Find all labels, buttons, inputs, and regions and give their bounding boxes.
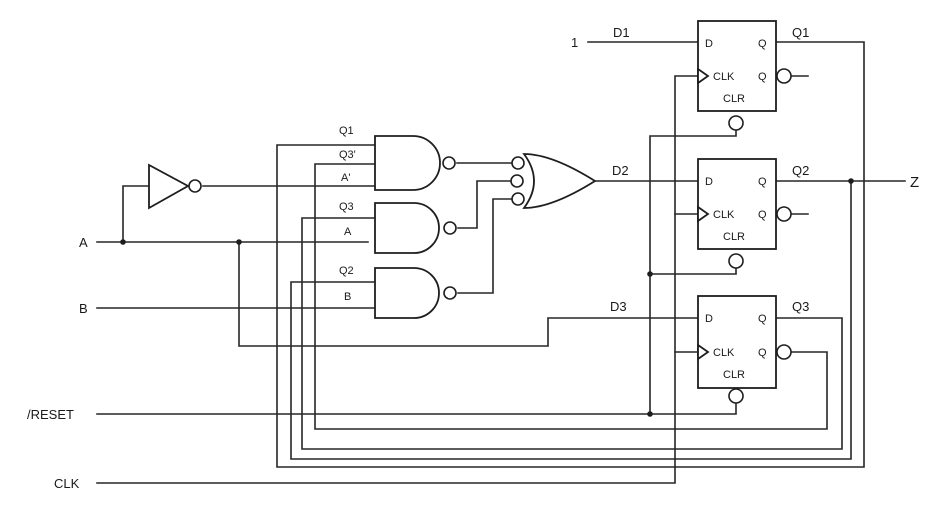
output-z-label: Z (910, 174, 919, 191)
input-b-label: B (79, 301, 88, 316)
junction-dot (647, 411, 653, 417)
or-gate (510, 153, 597, 209)
ff1-clk-pin: CLK (713, 71, 735, 83)
nand1-an-label: A' (341, 172, 350, 184)
net-d1-label: D1 (613, 25, 630, 40)
junction-dot (848, 178, 854, 184)
junctions (120, 178, 854, 417)
nand3-q2-label: Q2 (339, 265, 354, 277)
ff3-q-pin: Q (758, 313, 767, 325)
wires (96, 41, 906, 484)
ff2-d-pin: D (705, 176, 713, 188)
wire-a-to-inverter (122, 185, 150, 243)
ff3-qn-pin: Q (758, 347, 767, 359)
wire-clk (96, 75, 699, 484)
ff3-d-pin: D (705, 313, 713, 325)
net-d2-label: D2 (612, 163, 629, 178)
wire-nand2-out (457, 180, 512, 229)
wire-reset (96, 402, 737, 415)
nand2-q3-label: Q3 (339, 201, 354, 213)
const-one-label: 1 (571, 35, 578, 50)
ff1-d-pin: D (705, 38, 713, 50)
net-q2-label: Q2 (792, 163, 809, 178)
junction-dot (236, 239, 242, 245)
ff2-clk-pin: CLK (713, 209, 735, 221)
input-a-label: A (79, 235, 88, 250)
wire-reset-ff2 (649, 267, 737, 275)
input-reset-label: /RESET (27, 407, 74, 422)
nand-gate-1 (374, 135, 456, 191)
ff3-clr-pin: CLR (723, 369, 745, 381)
nand3-b-label: B (344, 291, 351, 303)
ff2-qn-pin: Q (758, 209, 767, 221)
net-q1-label: Q1 (792, 25, 809, 40)
flipflop-1 (697, 20, 792, 131)
nand2-a-label: A (344, 226, 352, 238)
wire-nand3-out (457, 198, 513, 294)
nand1-q3n-label: Q3' (339, 149, 356, 161)
wire-q3n-feedback (314, 163, 828, 430)
flipflop-3 (697, 295, 792, 404)
junction-dot (647, 271, 653, 277)
wire-q1-feedback (276, 41, 865, 468)
nand-gate-2 (374, 202, 457, 254)
wire-q2-feedback (290, 180, 852, 460)
net-q3-label: Q3 (792, 299, 809, 314)
inverter-gate (148, 163, 202, 210)
nand1-q1-label: Q1 (339, 125, 354, 137)
input-clk-label: CLK (54, 476, 80, 491)
ff1-clr-pin: CLR (723, 93, 745, 105)
ff2-q-pin: Q (758, 176, 767, 188)
ff3-clk-pin: CLK (713, 347, 735, 359)
nand-gate-3 (374, 267, 457, 319)
junction-dot (120, 239, 126, 245)
net-d3-label: D3 (610, 299, 627, 314)
flipflop-2 (697, 158, 792, 269)
ff1-q-pin: Q (758, 38, 767, 50)
wire-a-to-d3 (238, 241, 698, 347)
ff2-clr-pin: CLR (723, 231, 745, 243)
ff1-qn-pin: Q (758, 71, 767, 83)
wire-q3-feedback (301, 217, 843, 450)
